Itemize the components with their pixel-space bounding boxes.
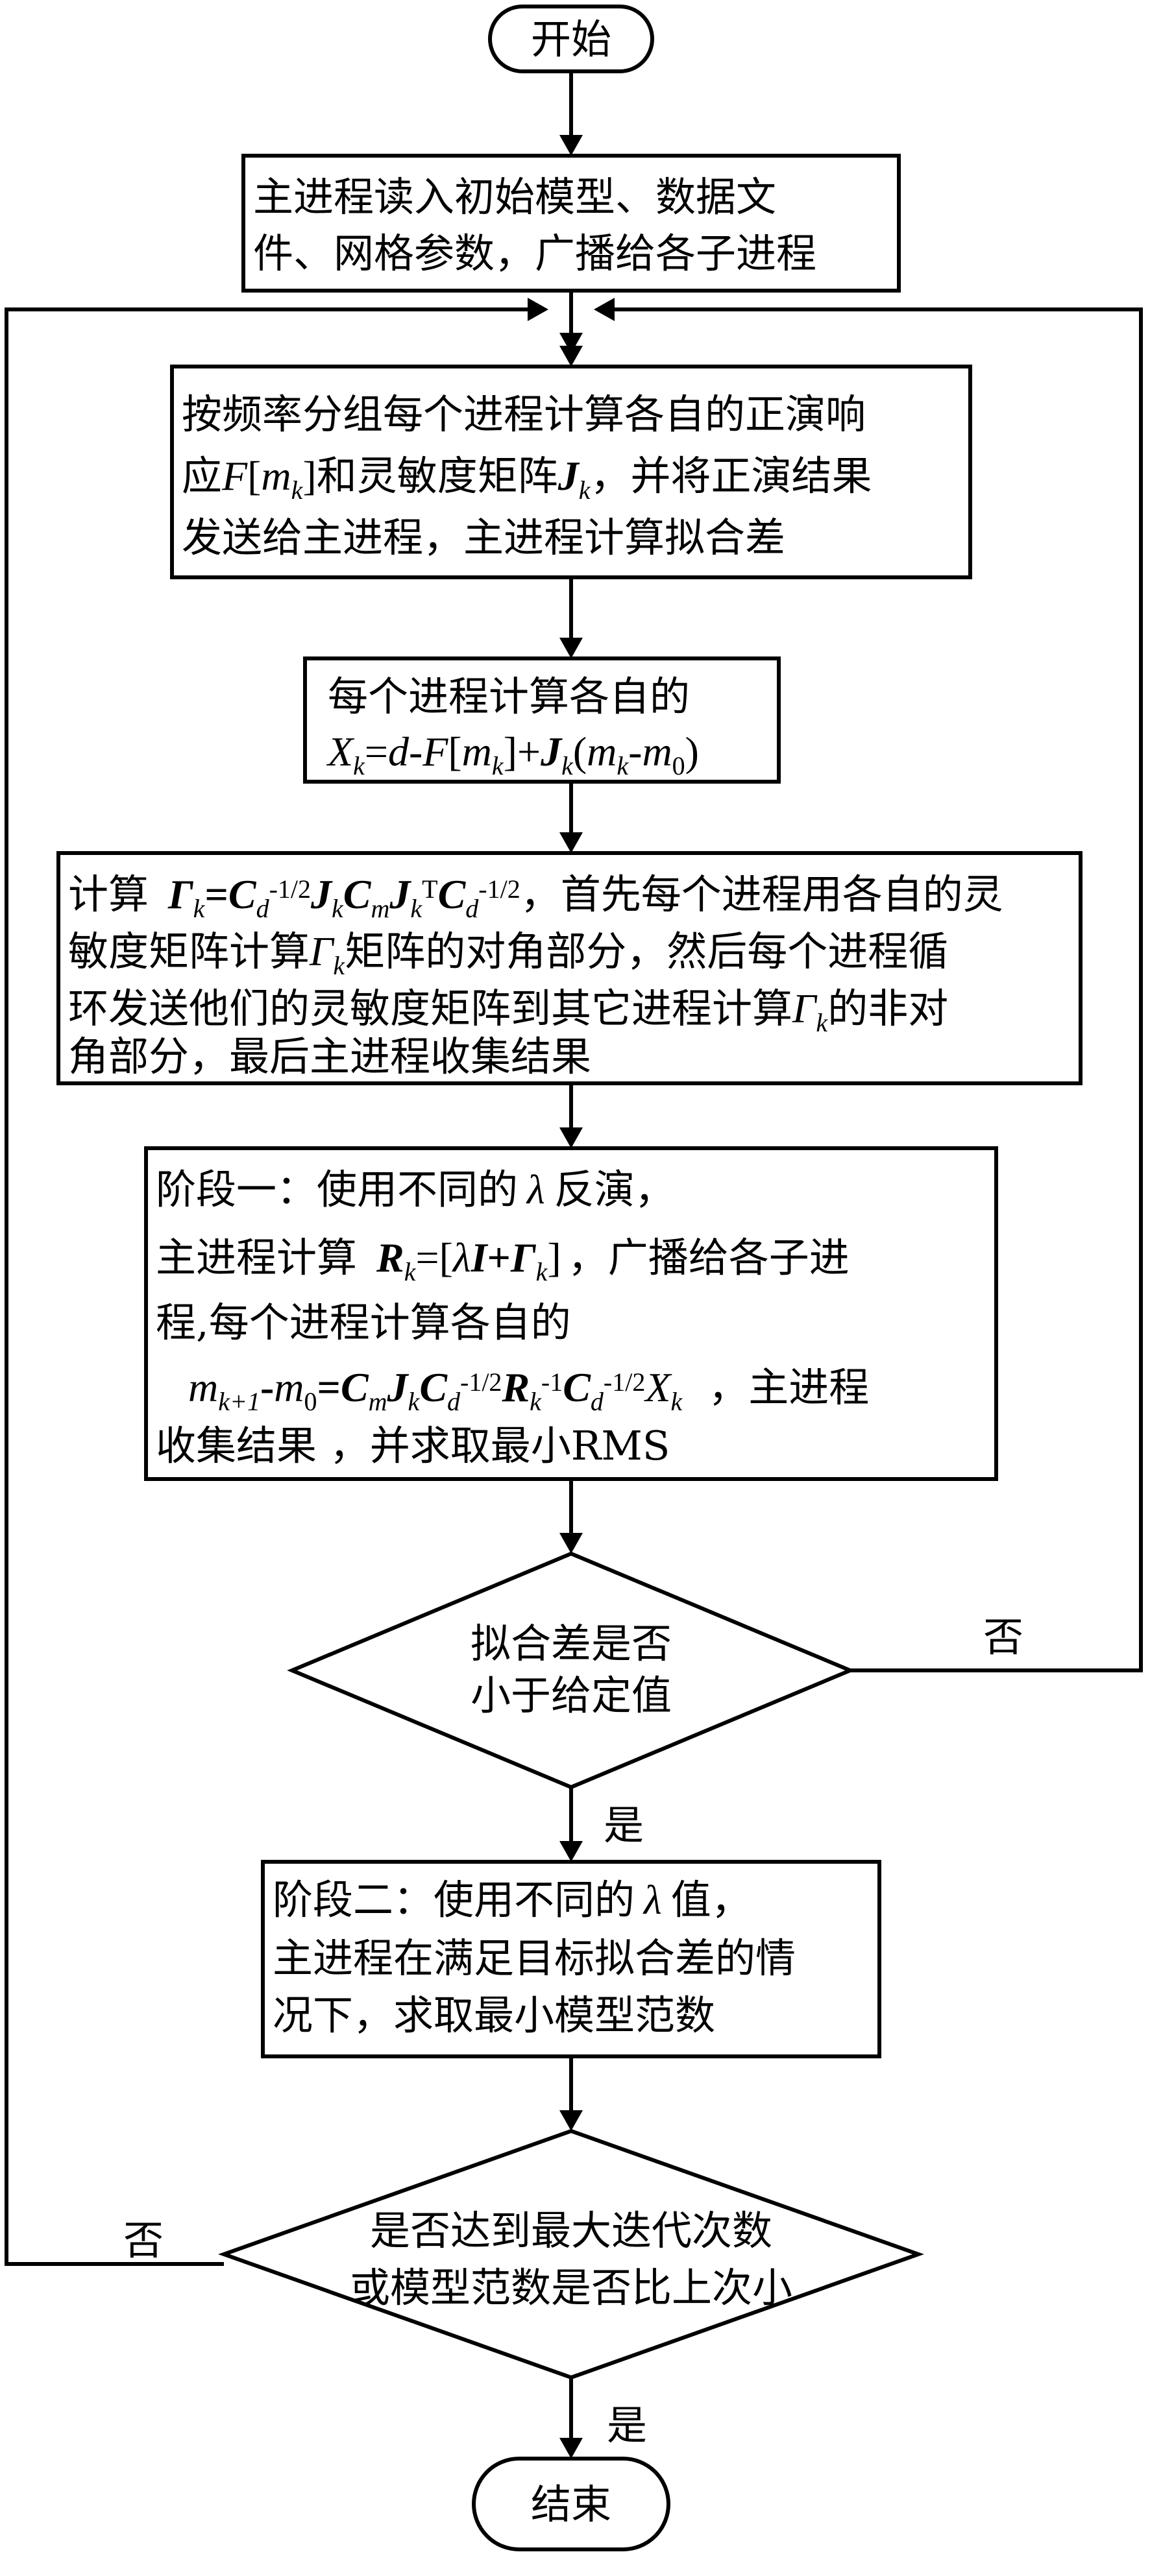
edge-decision1-no-loop bbox=[613, 307, 1143, 1672]
start-label: 开始 bbox=[531, 16, 611, 63]
decision2-node: 是否达到最大迭代次数 或模型范数是否比上次小 bbox=[218, 2128, 924, 2380]
compute-x-formula: Xk=d-F[mk]+Jk(mk-m0) bbox=[326, 728, 699, 780]
read-model-box bbox=[241, 154, 901, 293]
stage2-line-2: 主进程在满足目标拟合差的情 bbox=[273, 1934, 796, 1982]
decision2-line-2: 或模型范数是否比上次小 bbox=[350, 2264, 792, 2311]
forward-line-3: 发送给主进程，主进程计算拟合差 bbox=[182, 514, 785, 561]
edge-decision2-no-loop bbox=[5, 307, 529, 2266]
start-terminal bbox=[488, 5, 654, 73]
compute-x-node: 每个进程计算各自的 Xk=d-F[mk]+Jk(mk-m0) bbox=[303, 656, 781, 784]
gamma-box bbox=[56, 851, 1083, 1085]
stage2-line-3: 况下，求取最小模型范数 bbox=[273, 1992, 715, 2039]
connectors bbox=[5, 71, 1143, 2459]
decision1-node: 拟合差是否 小于给定值 bbox=[287, 1551, 855, 1790]
decision2-no-label: 否 bbox=[123, 2217, 164, 2264]
forward-line-2: 应F[mk]和灵敏度矩阵Jk，并将正演结果 bbox=[182, 452, 872, 505]
gamma-line-3: 环发送他们的灵敏度矩阵到其它进程计算Γk的非对 bbox=[68, 985, 948, 1037]
forward-node: 按频率分组每个进程计算各自的正演响 应F[mk]和灵敏度矩阵Jk，并将正演结果 … bbox=[170, 365, 972, 579]
read-model-node: 主进程读入初始模型、数据文 件、网格参数，广播给各子进程 bbox=[241, 154, 901, 293]
stage1-line-4: mk+1-m0=CmJkCd-1/2Rk-1Cd-1/2Xk，主进程 bbox=[188, 1364, 869, 1416]
end-node: 结束 bbox=[472, 2457, 670, 2551]
stage2-box bbox=[261, 1860, 881, 2058]
decision2-yes-label: 是 bbox=[607, 2401, 647, 2449]
compute-x-line-1: 每个进程计算各自的 bbox=[328, 673, 690, 720]
read-model-line-1: 主进程读入初始模型、数据文 bbox=[253, 173, 776, 221]
decision2-diamond bbox=[218, 2128, 924, 2380]
decision1-line-2: 小于给定值 bbox=[471, 1672, 672, 1719]
read-model-line-2: 件、网格参数，广播给各子进程 bbox=[253, 230, 816, 277]
stage1-box bbox=[144, 1146, 998, 1481]
stage1-line-3: 程,每个进程计算各自的 bbox=[156, 1299, 571, 1346]
start-node: 开始 bbox=[488, 5, 654, 73]
end-label: 结束 bbox=[531, 2481, 611, 2528]
decision1-diamond bbox=[287, 1551, 855, 1790]
decision1-no-label: 否 bbox=[983, 1613, 1023, 1661]
forward-line-1: 按频率分组每个进程计算各自的正演响 bbox=[182, 391, 866, 438]
decision1-line-1: 拟合差是否 bbox=[471, 1620, 672, 1667]
end-terminal bbox=[472, 2457, 670, 2551]
decision1-yes-label: 是 bbox=[604, 1801, 644, 1849]
gamma-line-4: 角部分，最后主进程收集结果 bbox=[68, 1033, 591, 1080]
decision2-line-1: 是否达到最大迭代次数 bbox=[370, 2207, 772, 2254]
compute-x-box bbox=[303, 656, 781, 784]
forward-box bbox=[170, 365, 972, 579]
gamma-line-2: 敏度矩阵计算Γk矩阵的对角部分，然后每个进程循 bbox=[68, 928, 948, 980]
stage1-line-5: 收集结果 ，并求取最小RMS bbox=[156, 1422, 670, 1469]
